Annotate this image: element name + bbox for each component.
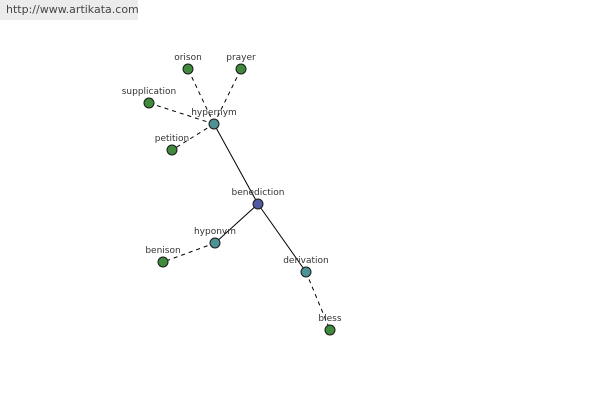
node-benison[interactable] xyxy=(157,256,169,268)
node-label-benison[interactable]: benison xyxy=(145,246,180,256)
edge-derivation-to-bless xyxy=(305,271,331,331)
node-layer xyxy=(143,63,336,336)
node-label-hypernym[interactable]: hypernym xyxy=(191,108,237,118)
node-hyponym[interactable] xyxy=(209,237,221,249)
node-label-supplication[interactable]: supplication xyxy=(122,87,177,97)
node-label-orison[interactable]: orison xyxy=(174,53,202,63)
node-petition[interactable] xyxy=(166,144,178,156)
node-label-bless[interactable]: bless xyxy=(318,314,341,324)
node-bless[interactable] xyxy=(324,324,336,336)
edge-benediction-to-hyponym xyxy=(214,203,259,244)
edge-benediction-to-hypernym xyxy=(213,123,259,205)
edge-hyponym-to-benison xyxy=(162,242,216,263)
edge-hypernym-to-supplication xyxy=(148,102,215,125)
edge-benediction-to-derivation xyxy=(257,203,307,273)
edge-hypernym-to-petition xyxy=(171,123,215,151)
node-label-benediction[interactable]: benediction xyxy=(232,188,285,198)
edge-hypernym-to-orison xyxy=(187,68,215,125)
node-label-petition[interactable]: petition xyxy=(155,134,190,144)
node-label-derivation[interactable]: derivation xyxy=(283,256,329,266)
node-supplication[interactable] xyxy=(143,97,155,109)
node-label-hyponym[interactable]: hyponym xyxy=(194,227,236,237)
edge-layer xyxy=(148,68,331,331)
node-hypernym[interactable] xyxy=(208,118,220,130)
node-derivation[interactable] xyxy=(300,266,312,278)
node-orison[interactable] xyxy=(182,63,194,75)
node-label-prayer[interactable]: prayer xyxy=(226,53,256,63)
node-prayer[interactable] xyxy=(235,63,247,75)
label-layer: benediction hypernym hyponym derivation oris… xyxy=(122,53,342,324)
node-benediction[interactable] xyxy=(252,198,264,210)
edge-hypernym-to-prayer xyxy=(213,68,242,125)
source-url-banner[interactable]: http://www.artikata.com xyxy=(0,0,138,20)
